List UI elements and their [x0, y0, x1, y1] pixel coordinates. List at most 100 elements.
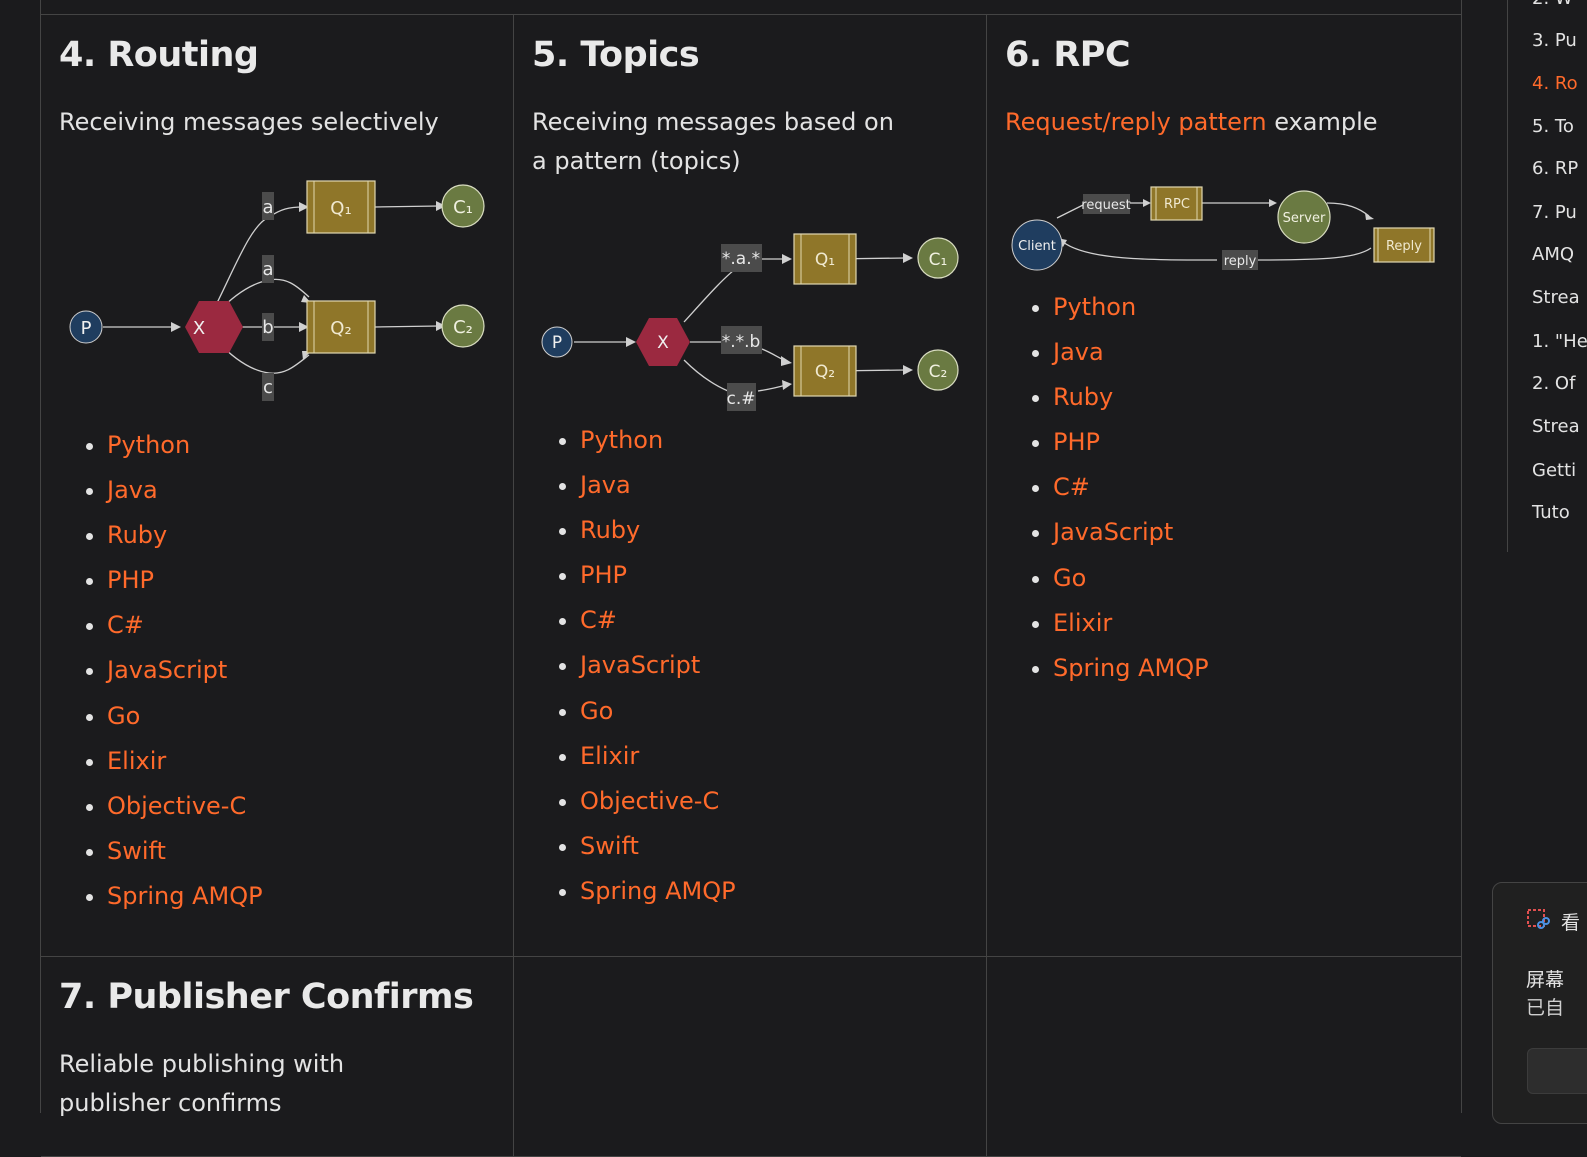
toc-item[interactable]: AMQ: [1532, 244, 1575, 265]
language-link[interactable]: C#: [1053, 473, 1090, 502]
toc-item[interactable]: 7. Pu: [1532, 202, 1577, 223]
queue-label: Q₂: [815, 362, 835, 382]
language-link[interactable]: PHP: [107, 566, 154, 595]
toc-item[interactable]: 5. To: [1532, 116, 1574, 137]
list-item: Python: [580, 418, 736, 463]
empty-card: [987, 957, 1461, 1157]
language-link[interactable]: Python: [580, 426, 664, 454]
toc-item[interactable]: Strea: [1532, 416, 1580, 437]
list-item: Java: [107, 468, 263, 513]
language-link[interactable]: Python: [107, 431, 191, 459]
language-link[interactable]: Objective-C: [107, 791, 247, 820]
description-text: example: [1266, 108, 1378, 136]
language-link[interactable]: Objective-C: [580, 786, 720, 815]
language-list: Python Java Ruby PHP C# JavaScript Go El…: [1007, 285, 1209, 691]
rpc-queue-node: [1150, 186, 1203, 221]
list-item: C#: [107, 603, 263, 648]
pattern-link[interactable]: Request/reply pattern: [1005, 108, 1267, 136]
notification-toast[interactable]: 看 屏幕 已自: [1492, 882, 1587, 1124]
list-item: Swift: [107, 829, 263, 874]
language-link[interactable]: Ruby: [1053, 383, 1114, 412]
language-link[interactable]: Go: [107, 701, 141, 730]
language-link[interactable]: Spring AMQP: [1053, 653, 1209, 682]
language-link[interactable]: JavaScript: [107, 656, 228, 685]
section-title[interactable]: 5. Topics: [532, 35, 700, 75]
language-link[interactable]: Ruby: [107, 521, 168, 550]
toc-item[interactable]: Strea: [1532, 287, 1580, 308]
language-link[interactable]: Elixir: [107, 746, 167, 775]
section-description: Request/reply pattern example: [1005, 103, 1425, 142]
language-link[interactable]: Swift: [580, 831, 639, 860]
toast-line: 屏幕: [1526, 969, 1565, 991]
toc-item[interactable]: 3. Pu: [1532, 30, 1577, 51]
server-node: [1277, 190, 1331, 244]
list-item: Objective-C: [107, 784, 263, 829]
routing-diagram: a a b c P X Q₁ Q₂ C₁ C₂: [69, 180, 485, 401]
rpc-queue-label: RPC: [1164, 197, 1190, 212]
exchange-node: [185, 301, 243, 353]
language-link[interactable]: Java: [580, 471, 631, 500]
list-item: Java: [580, 463, 736, 508]
language-link[interactable]: Elixir: [1053, 608, 1113, 637]
binding-label: *.a.*: [722, 249, 760, 269]
language-link[interactable]: PHP: [580, 561, 627, 590]
binding-label: a: [262, 259, 273, 280]
list-item: Spring AMQP: [1053, 646, 1209, 691]
toast-title: 看: [1561, 912, 1581, 934]
consumer-node: [917, 349, 959, 391]
section-title[interactable]: 4. Routing: [59, 35, 259, 75]
toc-item[interactable]: 2. Of: [1532, 373, 1576, 394]
request-label: request: [1081, 198, 1130, 213]
language-link[interactable]: Java: [107, 476, 158, 505]
language-link[interactable]: JavaScript: [1053, 518, 1174, 547]
binding-label: a: [262, 197, 273, 218]
list-item: PHP: [580, 553, 736, 598]
language-link[interactable]: Elixir: [580, 741, 640, 770]
list-item: Go: [1053, 556, 1209, 601]
toc-item-active[interactable]: 4. Ro: [1532, 73, 1578, 94]
snipping-tool-icon: [1527, 909, 1550, 929]
producer-label: P: [552, 333, 562, 353]
consumer-label: C₁: [929, 250, 948, 270]
exchange-node: [636, 318, 690, 366]
tutorial-card-routing: 4. Routing Receiving messages selectivel…: [41, 14, 514, 957]
toc-item[interactable]: Tuto: [1532, 502, 1570, 523]
language-link[interactable]: C#: [107, 611, 144, 640]
list-item: JavaScript: [107, 648, 263, 693]
consumer-node: [441, 184, 485, 228]
language-link[interactable]: Spring AMQP: [580, 876, 736, 905]
client-node: [1011, 219, 1063, 271]
toc-item[interactable]: 6. RP: [1532, 158, 1579, 179]
tutorial-grid: 4. Routing Receiving messages selectivel…: [40, 0, 1462, 1157]
language-link[interactable]: JavaScript: [580, 651, 701, 680]
toast-action-button[interactable]: [1527, 1048, 1587, 1094]
list-item: Spring AMQP: [107, 874, 263, 919]
list-item: Ruby: [107, 513, 263, 558]
section-title[interactable]: 6. RPC: [1005, 35, 1131, 75]
language-link[interactable]: Spring AMQP: [107, 881, 263, 910]
list-item: Java: [1053, 330, 1209, 375]
language-link[interactable]: Ruby: [580, 516, 641, 545]
toc-item[interactable]: Getti: [1532, 460, 1577, 481]
toc-item[interactable]: 1. "He: [1532, 331, 1587, 352]
language-link[interactable]: C#: [580, 606, 617, 635]
language-link[interactable]: Go: [1053, 563, 1087, 592]
language-link[interactable]: Swift: [107, 836, 166, 865]
client-label: Client: [1018, 239, 1056, 254]
list-item: Spring AMQP: [580, 869, 736, 914]
language-list: Python Java Ruby PHP C# JavaScript Go El…: [534, 418, 736, 914]
tutorial-card-rpc: 6. RPC Request/reply pattern example req…: [987, 14, 1461, 957]
language-link[interactable]: PHP: [1053, 428, 1100, 457]
toc-item[interactable]: 2. W: [1532, 0, 1573, 9]
list-item: Ruby: [1053, 375, 1209, 420]
tutorial-card-topics: 5. Topics Receiving messages based on a …: [514, 14, 987, 957]
language-link[interactable]: Java: [1053, 338, 1104, 367]
section-title[interactable]: 7. Publisher Confirms: [59, 977, 474, 1017]
exchange-label: X: [193, 318, 205, 339]
section-description: Receiving messages selectively: [59, 108, 439, 136]
language-link[interactable]: Python: [1053, 293, 1137, 321]
list-item: Objective-C: [580, 779, 736, 824]
language-link[interactable]: Go: [580, 696, 614, 725]
list-item: Elixir: [580, 734, 736, 779]
list-item: Ruby: [580, 508, 736, 553]
